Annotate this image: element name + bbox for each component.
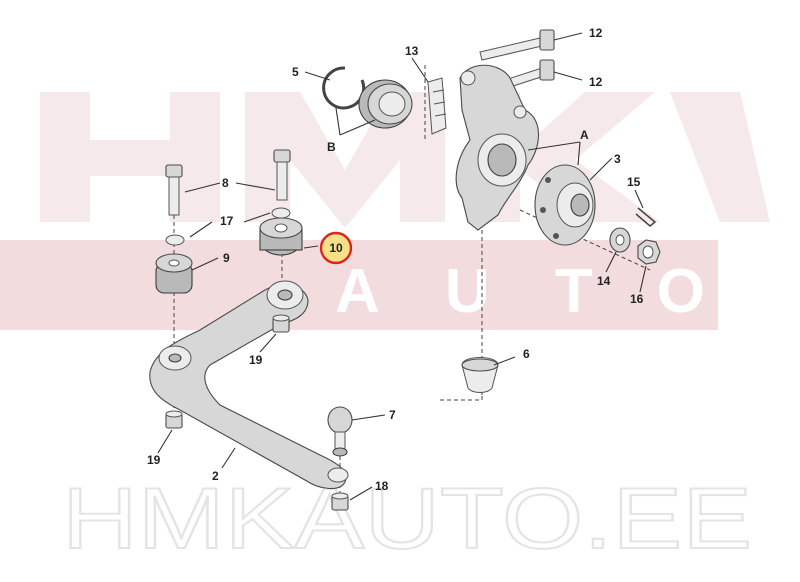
washer-17-right xyxy=(271,207,291,219)
callout-5: 5 xyxy=(292,65,299,79)
callout-17: 17 xyxy=(220,214,234,228)
callout-7: 7 xyxy=(389,408,396,422)
callout-6: 6 xyxy=(523,347,530,361)
clamp-6 xyxy=(461,357,499,393)
bush-9 xyxy=(155,253,193,294)
watermark-site: HMKAUTO.EE xyxy=(62,471,752,567)
callout-13: 13 xyxy=(405,44,419,58)
bolt-12-upper xyxy=(479,29,555,61)
callout-18: 18 xyxy=(375,479,389,493)
callout-12-upper: 12 xyxy=(589,26,603,40)
nut-18 xyxy=(331,492,349,511)
bolt-8-right xyxy=(273,149,291,201)
steering-knuckle xyxy=(455,64,539,231)
bolt-8-left xyxy=(165,164,183,216)
callout-10-highlight[interactable]: 10 xyxy=(319,231,353,265)
callout-15: 15 xyxy=(627,175,641,189)
callout-labels: 12 12 13 5 B A 3 15 8 17 9 14 16 19 6 7 … xyxy=(147,26,644,493)
wheel-hub-3 xyxy=(534,164,596,246)
highlight-ring xyxy=(319,231,353,265)
callout-10: 10 xyxy=(329,241,343,255)
callout-9: 9 xyxy=(223,251,230,265)
lower-control-arm-2 xyxy=(149,280,349,490)
nut-19-lower xyxy=(165,410,183,429)
washer-17-left xyxy=(165,234,185,246)
bush-10 xyxy=(259,217,303,256)
watermark: AUTO HMKAUTO.EE xyxy=(0,92,770,568)
nut-19-upper xyxy=(272,314,290,333)
circlip-5 xyxy=(322,66,366,110)
callout-16: 16 xyxy=(630,292,644,306)
bracket-13 xyxy=(427,77,447,135)
ball-joint-7 xyxy=(327,406,353,457)
callout-12-lower: 12 xyxy=(589,75,603,89)
callout-19-lower: 19 xyxy=(147,453,161,467)
callout-2: 2 xyxy=(212,469,219,483)
callout-14: 14 xyxy=(597,274,611,288)
callout-8: 8 xyxy=(222,176,229,190)
callout-a: A xyxy=(580,128,589,142)
split-pin-15 xyxy=(635,207,657,227)
callout-b: B xyxy=(327,140,336,154)
leader-lines xyxy=(157,32,647,501)
castle-nut-16 xyxy=(637,239,661,265)
callout-19-upper: 19 xyxy=(249,353,263,367)
wheel-bearing-b xyxy=(358,79,413,129)
washer-14 xyxy=(609,227,631,253)
watermark-band xyxy=(0,240,718,330)
callout-3: 3 xyxy=(614,152,621,166)
